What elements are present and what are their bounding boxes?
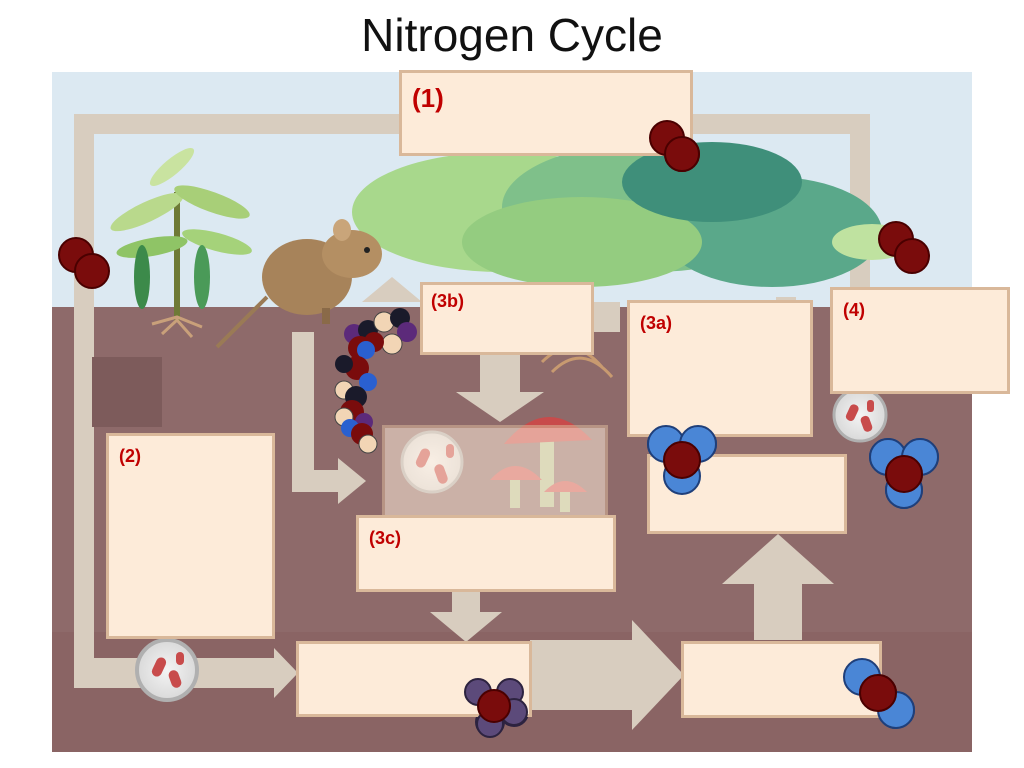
mouse-icon <box>215 219 382 349</box>
label-3b: (3b) <box>431 291 464 311</box>
bushes-icon <box>352 142 912 378</box>
ammonium-molecule-icon <box>647 425 717 495</box>
n2-molecule-icon <box>649 120 700 172</box>
label-box-3b[interactable]: (3b) <box>420 282 594 355</box>
organic-molecule-icon <box>334 308 417 454</box>
label-3c: (3c) <box>369 528 402 548</box>
label-box-4[interactable]: (4) <box>830 287 1010 394</box>
n2-molecule-icon <box>58 237 110 289</box>
page-title: Nitrogen Cycle <box>361 9 663 61</box>
label-3a: (3a) <box>640 313 673 333</box>
label-box-2[interactable]: (2) <box>106 433 275 639</box>
soil-shadow <box>92 357 162 427</box>
label-2: (2) <box>119 446 141 466</box>
bacteria-icon <box>135 638 199 702</box>
label-box-1[interactable]: (1) <box>399 70 693 156</box>
n2-molecule-icon <box>878 221 930 274</box>
nitrate-molecule-icon <box>464 678 528 738</box>
bacteria-icon <box>832 387 888 443</box>
decomposer-picture-box <box>382 425 608 520</box>
label-1: (1) <box>412 83 444 113</box>
label-box-3c[interactable]: (3c) <box>356 515 616 592</box>
ammonium-molecule-icon <box>869 438 939 509</box>
ammonium-molecule-icon <box>843 658 915 729</box>
label-4: (4) <box>843 300 865 320</box>
label-box-3a[interactable]: (3a) <box>627 300 813 437</box>
small-plant-icon <box>110 147 252 338</box>
